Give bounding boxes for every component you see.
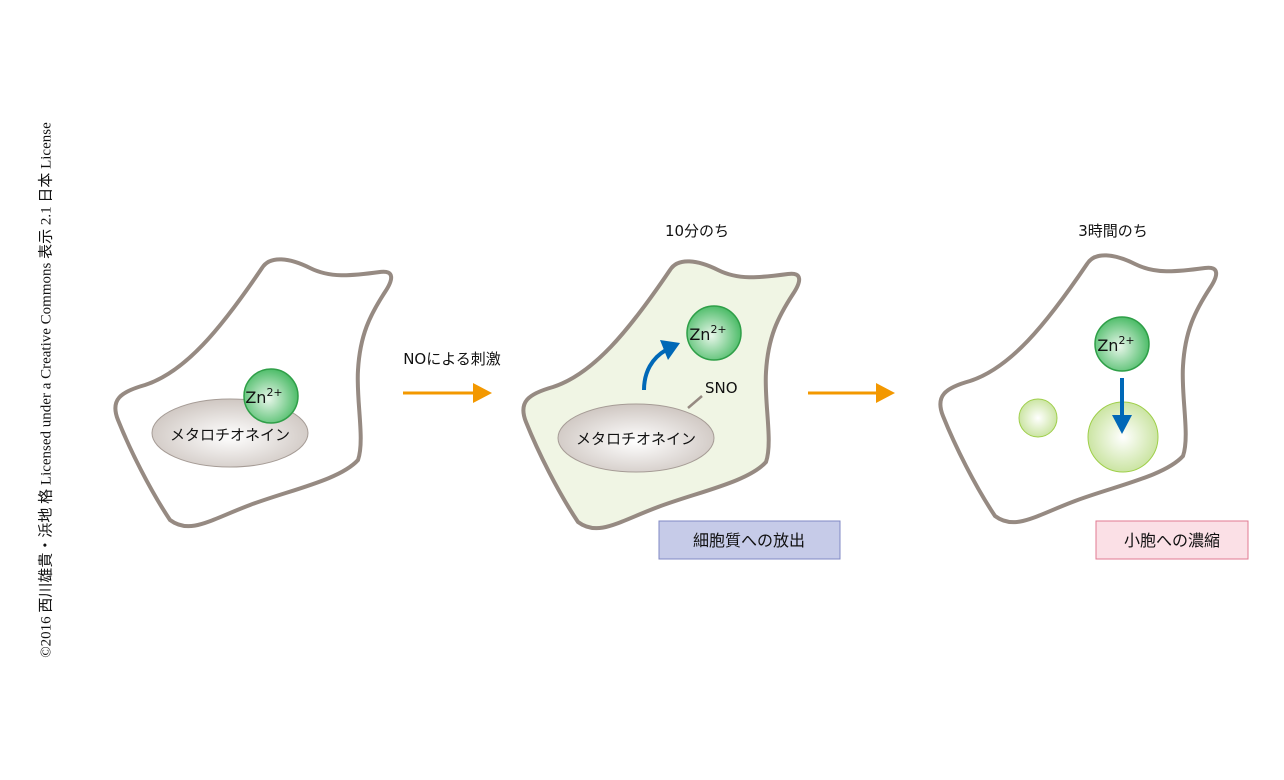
zinc-label: Zn — [245, 388, 266, 407]
zinc-charge: 2+ — [266, 386, 282, 399]
release-label-box: 細胞質への放出 — [658, 520, 841, 560]
small-vesicle — [1018, 398, 1058, 438]
cell-10min: メタロチオネイン SNO Zn2+ — [521, 259, 802, 531]
metallothionein — [557, 403, 715, 473]
zinc-ion — [1094, 316, 1150, 372]
zinc-ion — [686, 305, 742, 361]
blue-arrow-release — [642, 340, 680, 391]
arrow-stimulus — [403, 383, 492, 403]
metallothionein-label: メタロチオネイン — [576, 430, 696, 448]
sno-pointer — [687, 395, 703, 409]
cell-initial: メタロチオネイン Zn2+ — [113, 257, 394, 529]
blue-arrow-concentrate — [1112, 378, 1132, 434]
zinc-charge: 2+ — [1118, 334, 1134, 347]
cell-3h: Zn2+ — [938, 253, 1219, 525]
vesicle-label: 小胞への濃縮 — [1124, 531, 1220, 550]
svg-text:Zn2+: Zn2+ — [245, 386, 282, 407]
zinc-charge: 2+ — [710, 323, 726, 336]
stimulus-label: NOによる刺激 — [403, 350, 501, 368]
vesicle-label-box: 小胞への濃縮 — [1095, 520, 1249, 560]
metallothionein-label: メタロチオネイン — [170, 426, 290, 444]
arrow-time — [808, 383, 895, 403]
time-label-3h: 3時間のち — [1078, 222, 1148, 240]
zinc-label: Zn — [689, 325, 710, 344]
svg-text:Zn2+: Zn2+ — [689, 323, 726, 344]
sno-label: SNO — [705, 379, 738, 397]
release-label: 細胞質への放出 — [693, 531, 805, 550]
zinc-ion — [243, 368, 299, 424]
zinc-label: Zn — [1097, 336, 1118, 355]
time-label-10min: 10分のち — [665, 222, 729, 240]
svg-text:Zn2+: Zn2+ — [1097, 334, 1134, 355]
